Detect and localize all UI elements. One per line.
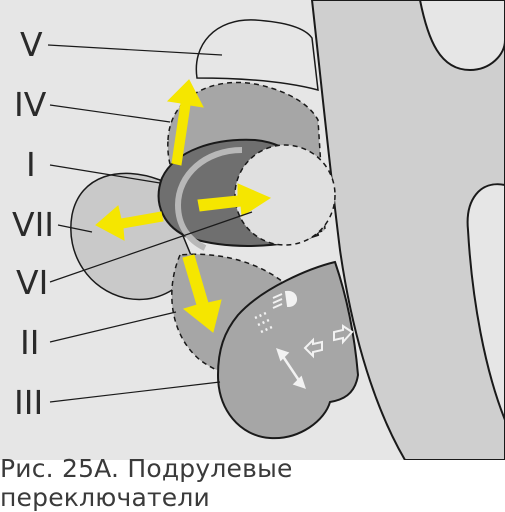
label-vi: VI bbox=[16, 263, 48, 302]
leader-iv bbox=[49, 104, 171, 123]
leader-vii bbox=[57, 224, 93, 233]
dipped-beam-marks-icon bbox=[254, 311, 273, 334]
arrow-left-icon bbox=[95, 205, 164, 241]
steering-wheel bbox=[310, 0, 505, 460]
leader-v bbox=[47, 44, 223, 56]
label-iv: IV bbox=[14, 85, 47, 124]
pivot-socket bbox=[234, 144, 336, 246]
steering-wheel-gap-bottom bbox=[466, 183, 505, 421]
leader-iii bbox=[49, 381, 221, 403]
label-i: I bbox=[26, 145, 36, 184]
direction-arrows bbox=[95, 79, 272, 333]
leader-vi bbox=[49, 211, 253, 283]
position-v-outline bbox=[195, 19, 319, 92]
leader-lines bbox=[47, 44, 253, 403]
steering-wheel-gap-top bbox=[418, 0, 505, 72]
turn-signal-arrows-icon bbox=[303, 324, 354, 359]
label-iii: III bbox=[14, 383, 43, 422]
arrow-down-icon bbox=[182, 254, 222, 333]
arrow-up-icon bbox=[166, 79, 204, 166]
label-ii: II bbox=[20, 323, 39, 362]
leader-i bbox=[49, 164, 161, 184]
stalk-main bbox=[216, 260, 360, 440]
leader-ii bbox=[49, 311, 177, 343]
up-down-arrow-icon bbox=[276, 348, 306, 389]
stalk-highlight-ring bbox=[174, 147, 243, 251]
label-v: V bbox=[20, 25, 43, 64]
label-vii: VII bbox=[12, 205, 54, 244]
headlight-beam-icon bbox=[272, 290, 297, 309]
stalk-switch-diagram: V IV I VII VI II III bbox=[0, 0, 505, 460]
figure-caption: Рис. 25A. Подрулевые переключатели bbox=[0, 454, 505, 512]
arrow-right-icon bbox=[197, 183, 272, 217]
